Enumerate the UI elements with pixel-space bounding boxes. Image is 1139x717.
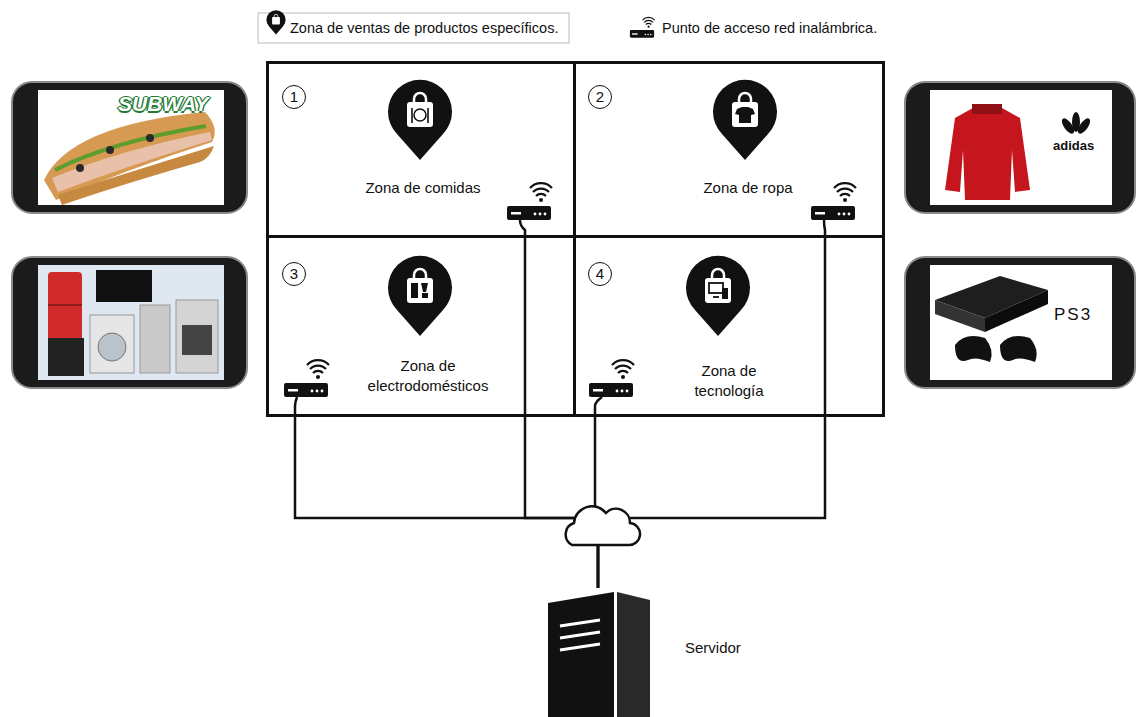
callout-number: 3 [282,262,306,286]
server-label: Servidor [685,638,741,658]
network-cable [295,417,598,588]
sales-zone: 3Zona de electrodomésticos [266,235,576,417]
access-point-icon [589,360,634,397]
access-point-icon [507,183,552,220]
zone-label: Zona de tecnología [679,361,779,401]
legend-frame [258,13,569,43]
phone-clothes-ad [905,82,1135,213]
zone-label: Zona de comidas [333,178,513,198]
cloud-symbol [566,506,640,545]
phone-appliances-ad [12,257,247,388]
sales-zone: 4Zona de tecnología [573,235,885,417]
zone-label: Zona de electrodomésticos [353,356,503,396]
access-point-icon [811,183,856,220]
technology-pin-icon [686,256,750,336]
legend-text: Punto de acceso red inalámbrica. [662,19,877,37]
phone-food-ad [12,82,247,213]
legend-text: Zona de ventas de productos específicos. [290,19,558,37]
access-point-cable [295,220,825,417]
access-point-icon [284,360,329,397]
callout-number: 4 [588,262,612,286]
brand-logo-text: adidas [1053,138,1094,153]
zone-label: Zona de ropa [658,178,838,198]
sales-zone: 1Zona de comidas [266,61,576,238]
server-node: Servidor [540,588,780,717]
brand-logo-text: PS3 [1054,305,1092,325]
callout-number: 1 [282,85,306,109]
clothes-pin-icon [713,80,777,160]
sales-zone: 2Zona de ropa [573,61,885,238]
brand-logo-text: SUBWAY [118,92,209,116]
server-icon [548,592,650,717]
legend-router-symbol [630,17,655,37]
callout-number: 2 [588,85,612,109]
legend-pin-symbol [266,10,285,34]
phone-technology-ad [905,257,1135,388]
network-cable [595,417,598,588]
appliances-pin-icon [388,256,452,336]
food-pin-icon [388,80,452,160]
